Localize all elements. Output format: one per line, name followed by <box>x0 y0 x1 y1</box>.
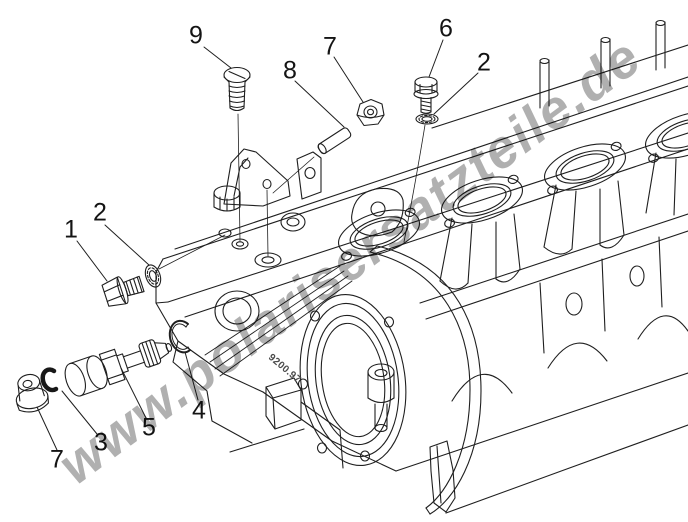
callout-9: 9 <box>189 21 203 50</box>
callout-7-top: 7 <box>323 32 337 61</box>
leader-line <box>428 39 444 78</box>
cylinder-bores <box>338 19 688 290</box>
callout-5: 5 <box>142 413 156 442</box>
leader-line <box>433 72 479 115</box>
leader-line <box>61 390 98 435</box>
leader-line <box>333 56 364 103</box>
leader-line <box>184 351 199 401</box>
bell-housing <box>297 245 482 515</box>
callout-7-bottom: 7 <box>50 445 64 474</box>
callout-2-left: 2 <box>93 198 107 227</box>
leader-lines <box>36 39 479 451</box>
part-9-oval-head-screw <box>223 66 269 257</box>
machining-streaks <box>204 265 353 377</box>
part-7-top-hex-nut <box>356 98 385 127</box>
callout-2-top: 2 <box>477 48 491 77</box>
callout-4: 4 <box>192 396 206 425</box>
connector-box <box>265 377 344 469</box>
leader-line <box>76 240 108 282</box>
part-4-snap-ring <box>168 319 191 354</box>
leader-line <box>104 224 150 266</box>
leader-line <box>294 80 345 128</box>
part-2-top-lock-washer <box>403 113 439 243</box>
callout-8: 8 <box>283 56 297 85</box>
part-3-retaining-ring <box>40 367 59 393</box>
callout-1: 1 <box>64 215 78 244</box>
lower-strut <box>429 440 456 513</box>
leader-line <box>120 367 147 419</box>
leader-line <box>203 46 232 69</box>
part-5-temperature-sensor <box>64 339 173 397</box>
engine-block <box>155 44 688 514</box>
sensor-port <box>214 212 306 332</box>
part-6-hex-bolt <box>413 76 439 114</box>
leader-line <box>36 406 58 451</box>
callout-6: 6 <box>439 14 453 43</box>
callout-3: 3 <box>94 428 108 457</box>
part-1-hex-bolt <box>101 275 145 307</box>
part-8-dowel-pin <box>272 127 352 194</box>
mounting-bracket <box>213 148 404 268</box>
part-7-bottom-flange-nut <box>15 373 49 413</box>
